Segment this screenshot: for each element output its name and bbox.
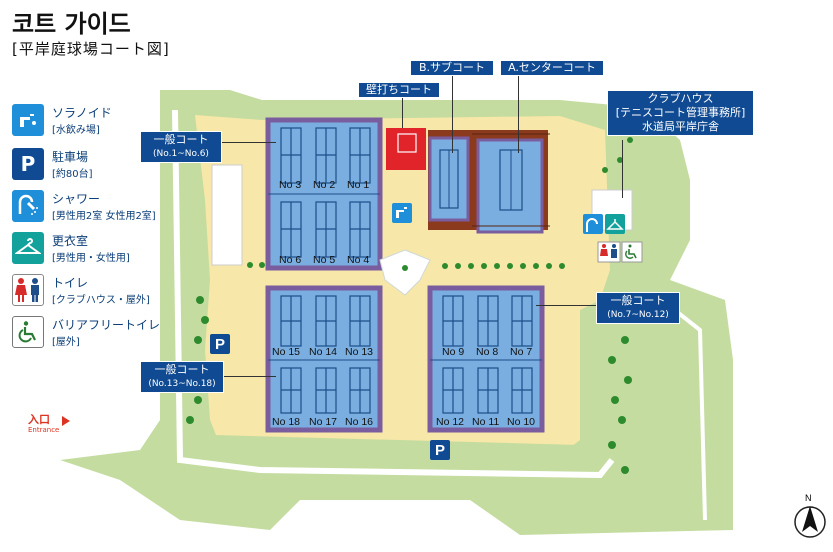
court-label: No 15 xyxy=(272,346,300,358)
center-court-seating xyxy=(472,133,550,227)
court-label: No 12 xyxy=(436,416,464,428)
court-label: No 10 xyxy=(507,416,535,428)
callout-clubhouse: クラブハウス [テニスコート管理事務所] 水道局平岸庁舎 xyxy=(607,90,754,136)
wall-court xyxy=(386,128,426,170)
court-label: No 1 xyxy=(347,179,369,191)
legend-toilet: トイレ [クラブハウス・屋外] xyxy=(12,274,162,310)
legend-shower: シャワー [男性用2室 女性用2室] xyxy=(12,190,162,226)
callout-line xyxy=(536,305,598,306)
parking-icon: P xyxy=(210,334,230,354)
wheelchair-icon xyxy=(12,316,44,348)
water-faucet-icon xyxy=(12,104,44,136)
legend-sub: [男性用2室 女性用2室] xyxy=(52,211,156,222)
road-loop xyxy=(172,109,615,479)
court-label: No 8 xyxy=(476,346,498,358)
court-label: No 13 xyxy=(345,346,373,358)
callout-general-1: 一般コート (No.1~No.6) xyxy=(140,131,222,163)
callout-line xyxy=(452,75,453,153)
callout-title: 一般コート xyxy=(610,294,666,307)
legend-sub: [約80台] xyxy=(52,169,93,180)
entrance-label: 入口 Entrance xyxy=(28,414,59,436)
callout-general-2: 一般コート (No.7~No.12) xyxy=(596,292,680,324)
parking-icon: P xyxy=(430,440,450,460)
court-label: No 17 xyxy=(309,416,337,428)
court-block-2-nets xyxy=(442,295,533,414)
center-court xyxy=(476,138,544,234)
court-label: No 2 xyxy=(313,179,335,191)
hanger-icon xyxy=(12,232,44,264)
legend-label: バリアフリートイレ xyxy=(52,318,161,332)
callout-clubhouse-name: クラブハウス xyxy=(647,92,714,105)
legend-label: シャワー xyxy=(52,192,101,206)
callout-general-3: 一般コート (No.13~No.18) xyxy=(140,361,224,393)
callout-range: (No.7~No.12) xyxy=(607,310,669,320)
court-label: No 5 xyxy=(313,254,335,266)
callout-range: (No.1~No.6) xyxy=(153,149,209,159)
restroom-icon xyxy=(12,274,44,306)
legend-locker: 更衣室 [男性用・女性用] xyxy=(12,232,162,268)
compass-icon: N xyxy=(794,493,826,538)
court-label: No 9 xyxy=(442,346,464,358)
court-block-3-nets xyxy=(280,295,371,414)
callout-wall-court: 壁打ちコート xyxy=(358,82,440,98)
callout-sub-court: B.サブコート xyxy=(410,60,494,76)
water-faucet-icon xyxy=(392,203,412,223)
court-block-1-nets xyxy=(280,127,371,258)
legend-sub: [男性用・女性用] xyxy=(52,253,130,264)
callout-center-court: A.センターコート xyxy=(500,60,604,76)
court-label: No 11 xyxy=(472,416,499,428)
court-label: No 7 xyxy=(510,346,532,358)
court-label: No 18 xyxy=(272,416,300,428)
legend-accessible-toilet: バリアフリートイレ [屋外] xyxy=(12,316,162,352)
court-block-3 xyxy=(265,285,383,433)
legend-label: トイレ xyxy=(52,276,89,290)
court-label: No 16 xyxy=(345,416,373,428)
callout-line xyxy=(622,140,623,198)
court-label: No 4 xyxy=(347,254,369,266)
callout-line xyxy=(222,376,276,377)
legend-label: 更衣室 xyxy=(52,234,89,248)
callout-title: 一般コート xyxy=(153,133,209,146)
court-label: No 14 xyxy=(309,346,337,358)
page-title: 코트 가이드 xyxy=(12,10,131,38)
callout-title: 一般コート xyxy=(154,363,210,376)
wheelchair-icon xyxy=(621,241,643,263)
callout-line xyxy=(402,98,403,128)
hanger-icon xyxy=(605,214,625,234)
legend-sub: [水飲み場] xyxy=(52,125,100,136)
court-label: No 3 xyxy=(279,179,301,191)
callout-range: (No.13~No.18) xyxy=(148,379,216,389)
shower-icon xyxy=(12,190,44,222)
building-west xyxy=(211,164,243,266)
entrance-arrow-icon xyxy=(62,416,70,426)
legend-sub: [屋外] xyxy=(52,337,80,348)
central-plaza xyxy=(379,249,431,296)
legend-label: ソラノイド xyxy=(52,106,112,120)
callout-clubhouse-building: 水道局平岸庁舎 xyxy=(642,120,719,133)
trees xyxy=(186,137,633,474)
legend-parking: P 駐車場 [約80台] xyxy=(12,148,162,184)
parking-icon: P xyxy=(12,148,44,180)
entrance-en: Entrance xyxy=(28,426,60,434)
court-label: No 6 xyxy=(279,254,301,266)
entrance-ja: 入口 xyxy=(28,413,50,426)
callout-line xyxy=(220,142,276,143)
legend-sub: [クラブハウス・屋外] xyxy=(52,295,150,306)
page-subtitle: [平岸庭球場コート図] xyxy=(12,40,170,58)
legend-label: 駐車場 xyxy=(52,150,89,164)
compass-letter: N xyxy=(805,493,812,503)
callout-clubhouse-office: [テニスコート管理事務所] xyxy=(615,106,746,119)
callout-line xyxy=(518,75,519,153)
court-block-2 xyxy=(427,285,545,433)
legend-water: ソラノイド [水飲み場] xyxy=(12,104,162,140)
